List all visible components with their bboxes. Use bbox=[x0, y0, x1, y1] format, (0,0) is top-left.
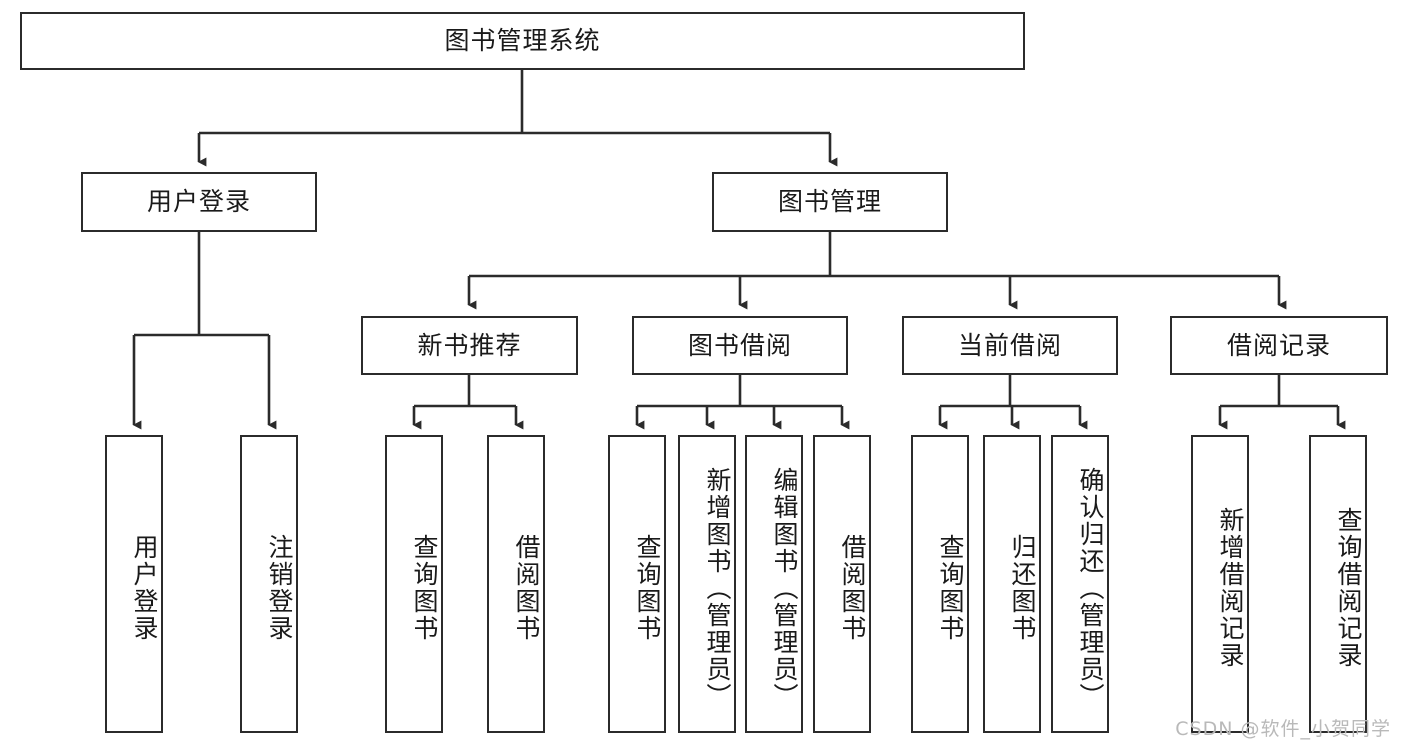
node-borrow-record-label: 借阅记录 bbox=[1226, 330, 1331, 360]
node-leaf-add-book-admin[interactable]: 新增图书（管理员） bbox=[678, 435, 736, 733]
node-leaf-confirm-return-admin[interactable]: 确认归还（管理员） bbox=[1051, 435, 1109, 733]
node-leaf-add-borrow-record[interactable]: 新增借阅记录 bbox=[1191, 435, 1249, 733]
node-leaf-query-book-3-label: 查询图书 bbox=[936, 534, 965, 642]
node-leaf-query-borrow-record-label: 查询借阅记录 bbox=[1334, 507, 1363, 669]
node-user-login-label: 用户登录 bbox=[146, 187, 251, 217]
node-book-manage[interactable]: 图书管理 bbox=[712, 172, 948, 232]
watermark: CSDN @软件_小贺同学 bbox=[1175, 718, 1391, 740]
node-leaf-return-book-label: 归还图书 bbox=[1008, 534, 1037, 642]
node-leaf-logout-login-label: 注销登录 bbox=[265, 534, 294, 642]
node-leaf-user-login[interactable]: 用户登录 bbox=[105, 435, 163, 733]
node-leaf-query-book-2-label: 查询图书 bbox=[633, 534, 662, 642]
node-root[interactable]: 图书管理系统 bbox=[20, 12, 1025, 70]
node-current-borrow-label: 当前借阅 bbox=[957, 330, 1062, 360]
node-leaf-borrow-book-1[interactable]: 借阅图书 bbox=[487, 435, 545, 733]
node-leaf-edit-book-admin[interactable]: 编辑图书（管理员） bbox=[745, 435, 803, 733]
node-leaf-user-login-label: 用户登录 bbox=[130, 534, 159, 642]
node-leaf-return-book[interactable]: 归还图书 bbox=[983, 435, 1041, 733]
node-borrow-record[interactable]: 借阅记录 bbox=[1170, 316, 1388, 375]
node-book-borrow-label: 图书借阅 bbox=[687, 330, 792, 360]
node-root-label: 图书管理系统 bbox=[444, 26, 601, 56]
node-leaf-add-book-admin-label: 新增图书（管理员） bbox=[703, 466, 732, 710]
node-book-borrow[interactable]: 图书借阅 bbox=[632, 316, 848, 375]
node-leaf-query-book-3[interactable]: 查询图书 bbox=[911, 435, 969, 733]
node-leaf-confirm-return-admin-label: 确认归还（管理员） bbox=[1076, 466, 1105, 710]
node-leaf-edit-book-admin-label: 编辑图书（管理员） bbox=[770, 466, 799, 710]
node-leaf-borrow-book-2[interactable]: 借阅图书 bbox=[813, 435, 871, 733]
node-user-login[interactable]: 用户登录 bbox=[81, 172, 317, 232]
node-leaf-query-book-1-label: 查询图书 bbox=[410, 534, 439, 642]
node-leaf-add-borrow-record-label: 新增借阅记录 bbox=[1216, 507, 1245, 669]
node-new-book-recommend-label: 新书推荐 bbox=[417, 330, 522, 360]
node-leaf-logout-login[interactable]: 注销登录 bbox=[240, 435, 298, 733]
node-leaf-query-borrow-record[interactable]: 查询借阅记录 bbox=[1309, 435, 1367, 733]
node-leaf-query-book-2[interactable]: 查询图书 bbox=[608, 435, 666, 733]
node-book-manage-label: 图书管理 bbox=[777, 187, 882, 217]
node-new-book-recommend[interactable]: 新书推荐 bbox=[361, 316, 578, 375]
node-leaf-borrow-book-2-label: 借阅图书 bbox=[838, 534, 867, 642]
node-leaf-query-book-1[interactable]: 查询图书 bbox=[385, 435, 443, 733]
node-leaf-borrow-book-1-label: 借阅图书 bbox=[512, 534, 541, 642]
node-current-borrow[interactable]: 当前借阅 bbox=[902, 316, 1118, 375]
